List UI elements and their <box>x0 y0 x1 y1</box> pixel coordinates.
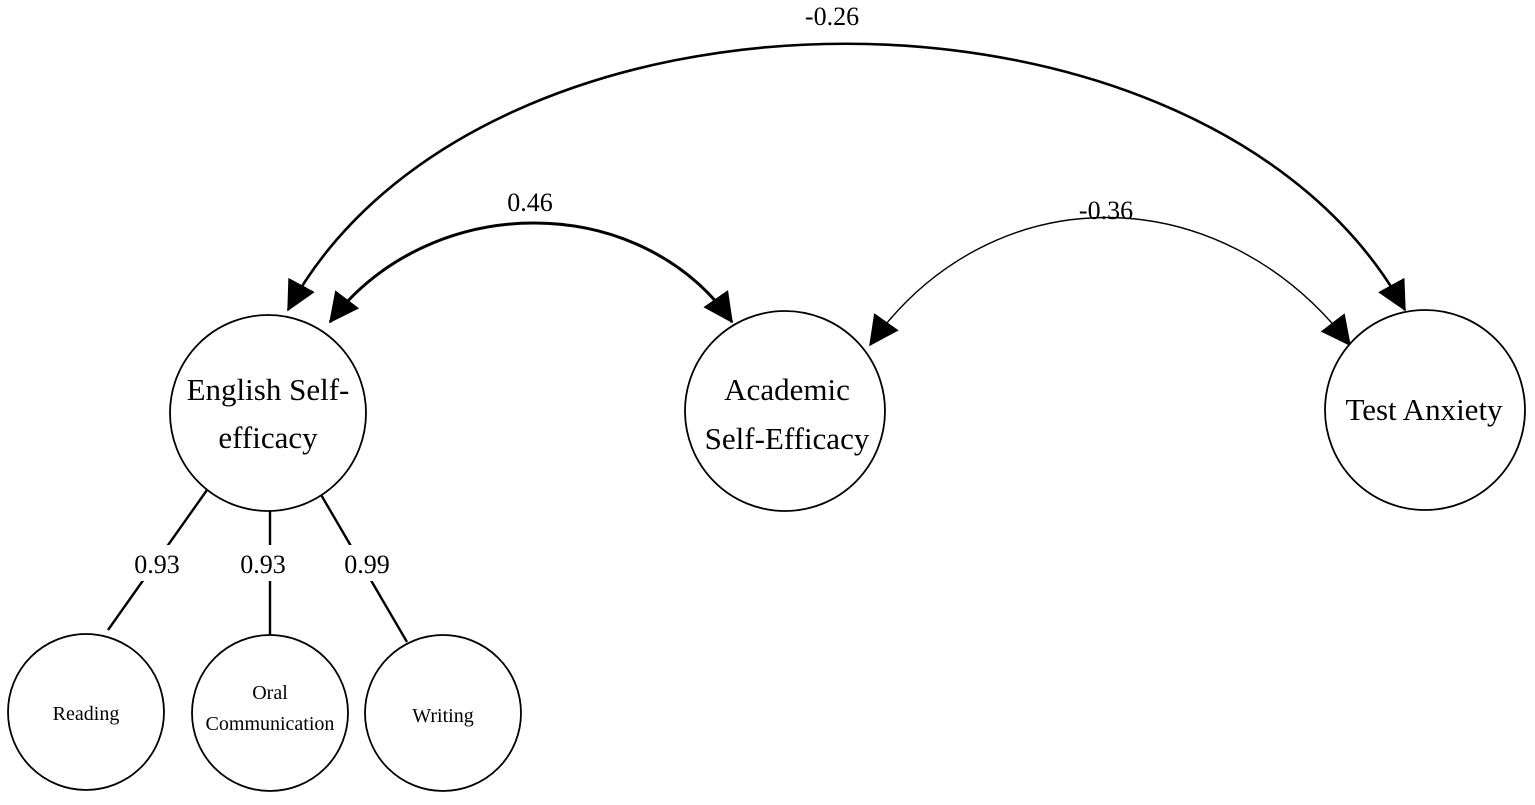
correlation-label-english-academic: 0.46 <box>507 188 553 217</box>
node-label-line: efficacy <box>218 420 318 455</box>
node-academic-self-efficacy: Academic Self-Efficacy <box>684 310 886 512</box>
node-label-line: Communication <box>206 713 335 735</box>
node-reading: Reading <box>7 633 165 791</box>
correlation-arc-academic-test-anxiety <box>869 216 1351 347</box>
correlation-arc-english-test-anxiety <box>286 42 1407 312</box>
node-english-self-efficacy: English Self- efficacy <box>169 314 367 512</box>
node-label-line: Oral <box>252 682 288 704</box>
loading-label-oral-communication: 0.93 <box>240 550 286 579</box>
node-test-anxiety: Test Anxiety <box>1324 309 1526 511</box>
loading-label-writing: 0.99 <box>344 550 390 579</box>
node-label-line: Test Anxiety <box>1345 392 1503 427</box>
node-label-line: English Self- <box>187 372 350 407</box>
node-label-line: Academic <box>724 372 850 407</box>
node-writing: Writing <box>364 634 522 792</box>
loading-label-reading: 0.93 <box>134 550 180 579</box>
node-label-line: Reading <box>53 703 120 725</box>
node-label-line: Writing <box>412 705 473 727</box>
correlation-label-academic-test-anxiety: -0.36 <box>1079 196 1133 225</box>
node-label-line: Self-Efficacy <box>705 421 870 456</box>
correlation-arc-english-academic <box>328 221 734 324</box>
node-oral-communication: Oral Communication <box>191 634 349 792</box>
correlation-label-english-test-anxiety: -0.26 <box>805 2 859 31</box>
